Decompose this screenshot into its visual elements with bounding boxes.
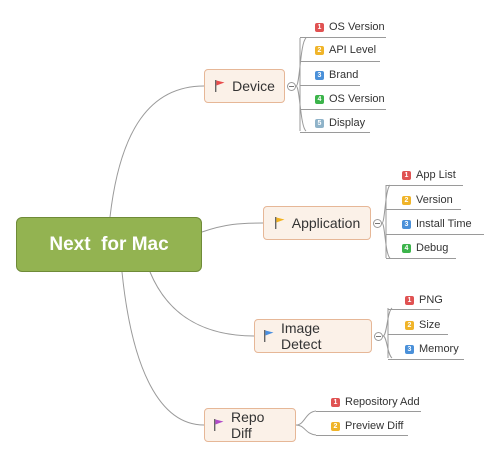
leaf-item[interactable]: 2 Preview Diff [331,417,403,435]
priority-4-icon: 4 [402,243,411,253]
leaf-item[interactable]: 1 PNG [405,291,443,309]
leaf-item[interactable]: 2 Version [402,191,453,209]
leaf-item[interactable]: 2 Size [405,316,440,334]
branch-device[interactable]: Device [204,69,285,103]
leaf-label: OS Version [329,93,385,105]
priority-3-icon: 3 [315,70,324,80]
priority-2-icon: 2 [315,45,324,55]
leaf-underline [386,209,461,210]
priority-3-icon: 3 [405,344,414,354]
priority-3-icon: 3 [402,219,411,229]
leaf-item[interactable]: 5 Display [315,114,365,132]
priority-2-icon: 2 [405,320,414,330]
leaf-item[interactable]: 4 OS Version [315,90,385,108]
leaf-item[interactable]: 3 Install Time [402,215,472,233]
leaf-item[interactable]: 1 OS Version [315,18,385,36]
priority-1-icon: 1 [405,295,414,305]
device-bracket [295,37,307,132]
leaf-label: Memory [419,343,459,355]
leaf-label: API Level [329,44,377,56]
leaf-label: Debug [416,242,449,254]
branch-label: Repo Diff [231,409,265,441]
leaf-label: Size [419,319,441,331]
priority-1-icon: 1 [331,397,340,407]
leaf-item[interactable]: 1 App List [402,166,456,184]
branch-label: Image Detect [281,320,322,352]
leaf-underline [300,37,386,38]
branch-repo-diff[interactable]: Repo Diff [204,408,296,442]
leaf-item[interactable]: 3 Memory [405,340,459,358]
image-detect-bracket [382,307,393,359]
leaf-item[interactable]: 1 Repository Add [331,393,420,411]
leaf-underline [316,411,421,412]
priority-5-icon: 5 [315,118,324,128]
leaf-underline [386,258,456,259]
connector-repo-diff [121,271,205,426]
leaf-label: App List [416,169,456,181]
leaf-item[interactable]: 2 API Level [315,41,376,59]
leaf-underline [388,359,464,360]
collapse-toggle-application[interactable] [373,219,382,228]
priority-4-icon: 4 [315,94,324,104]
branch-application[interactable]: Application [263,206,371,240]
flag-icon [215,80,225,92]
flag-icon [274,217,285,229]
leaf-underline [300,85,360,86]
leaf-label: Display [329,117,366,129]
leaf-label: OS Version [329,21,385,33]
repo-diff-bracket [295,410,317,436]
leaf-underline [388,334,448,335]
collapse-toggle-image-detect[interactable] [374,332,383,341]
leaf-underline [300,109,386,110]
collapse-toggle-device[interactable] [287,82,296,91]
leaf-label: Install Time [416,218,472,230]
flag-icon [214,419,224,431]
priority-1-icon: 1 [315,22,324,32]
leaf-label: Preview Diff [345,420,404,432]
leaf-underline [386,234,484,235]
root-node[interactable]: Next for Mac [16,217,202,272]
priority-2-icon: 2 [402,195,411,205]
application-bracket [381,184,391,259]
priority-1-icon: 1 [402,170,411,180]
leaf-label: PNG [419,294,443,306]
leaf-underline [300,61,380,62]
connector-device [109,85,205,218]
leaf-underline [316,435,408,436]
leaf-underline [300,132,370,133]
branch-label: Application [291,215,361,231]
branch-label: Device [232,78,275,94]
leaf-label: Version [416,194,453,206]
leaf-label: Brand [329,69,359,81]
flag-icon [264,330,274,342]
branch-image-detect[interactable]: Image Detect [254,319,372,353]
leaf-underline [388,309,440,310]
leaf-item[interactable]: 4 Debug [402,239,448,257]
leaf-underline [386,185,463,186]
leaf-label: Repository Add [345,396,420,408]
leaf-item[interactable]: 3 Brand [315,66,358,84]
priority-2-icon: 2 [331,421,340,431]
connector-image-detect [149,271,255,337]
connector-application [201,222,264,233]
